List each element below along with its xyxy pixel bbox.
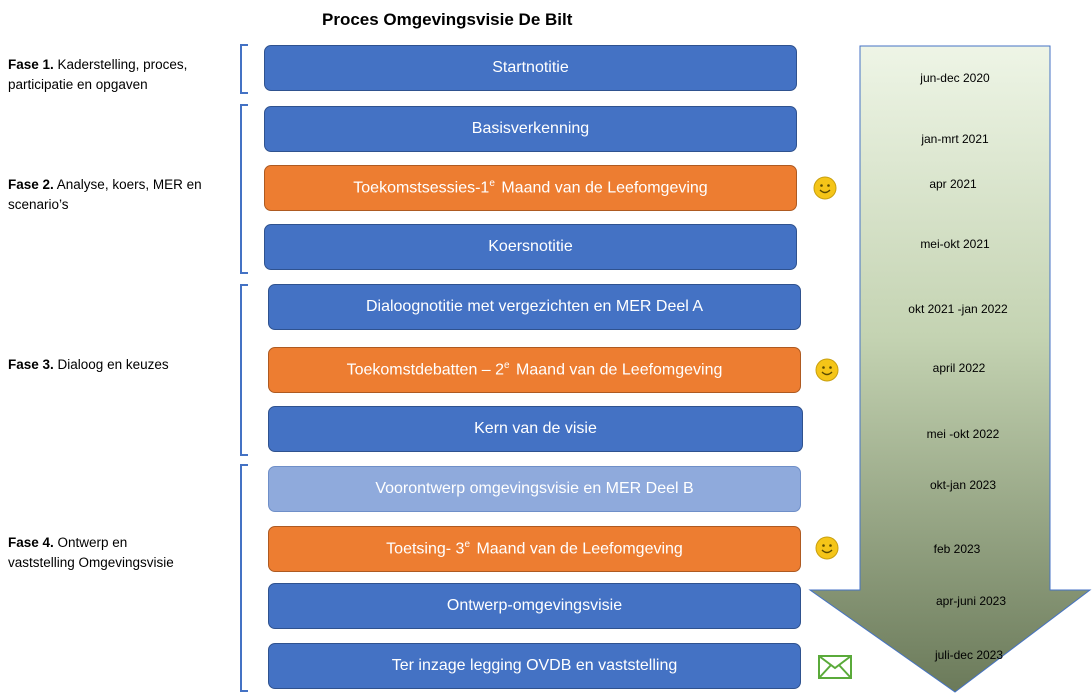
step-koersnotitie: Koersnotitie [264, 224, 797, 270]
date-label: mei -okt 2022 [926, 427, 1000, 441]
phase-1-label: Fase 1. Kaderstelling, proces, participa… [8, 57, 188, 92]
step-toetsing: Toetsing- 3e Maand van de Leefomgeving [268, 526, 801, 572]
phase-1-bracket [240, 44, 248, 94]
phase-2-label: Fase 2. Analyse, koers, MER en scenario’… [8, 177, 202, 212]
step-dialoognotitie: Dialoognotitie met vergezichten en MER D… [268, 284, 801, 330]
step-voorontwerp: Voorontwerp omgevingsvisie en MER Deel B [268, 466, 801, 512]
date-label: apr-juni 2023 [935, 594, 1007, 608]
step-basisverkenning: Basisverkenning [264, 106, 797, 152]
date-label: okt-jan 2023 [929, 478, 997, 492]
step-ter-inzage-legging: Ter inzage legging OVDB en vaststelling [268, 643, 801, 689]
date-label: jun-dec 2020 [920, 71, 990, 85]
date-label: juli-dec 2023 [934, 648, 1004, 662]
smiley-icon [815, 358, 839, 382]
step-ontwerp-omgevingsvisie: Ontwerp-omgevingsvisie [268, 583, 801, 629]
step-toekomstdebatten: Toekomstdebatten – 2e Maand van de Leefo… [268, 347, 801, 393]
date-label: jan-mrt 2021 [921, 132, 989, 146]
step-startnotitie: Startnotitie [264, 45, 797, 91]
date-label: feb 2023 [933, 542, 981, 556]
date-label: apr 2021 [929, 177, 977, 191]
date-label: april 2022 [932, 361, 986, 375]
step-kern-van-de-visie: Kern van de visie [268, 406, 803, 452]
date-label: okt 2021 -jan 2022 [908, 302, 1008, 316]
date-label: mei-okt 2021 [920, 237, 990, 251]
smiley-icon [813, 176, 837, 200]
phase-3-bracket [240, 284, 248, 456]
diagram-title: Proces Omgevingsvisie De Bilt [322, 10, 573, 29]
step-toekomstsessies: Toekomstsessies-1e Maand van de Leefomge… [264, 165, 797, 211]
smiley-icon [815, 536, 839, 560]
phase-4-label: Fase 4. Ontwerp en vaststelling Omgeving… [8, 535, 174, 570]
phase-4-bracket [240, 464, 248, 692]
envelope-icon [818, 655, 852, 679]
phase-2-bracket [240, 104, 248, 274]
phase-3-label: Fase 3. Dialoog en keuzes [8, 357, 169, 372]
